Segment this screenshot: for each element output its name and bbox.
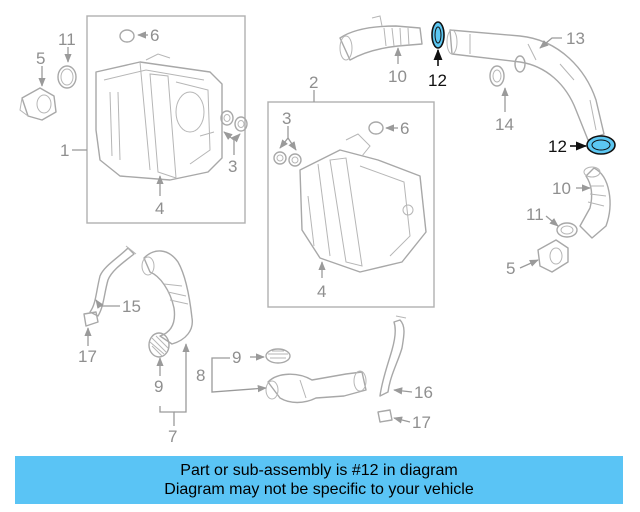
air-filter-housing-2 [299, 133, 427, 273]
sensor-5-right [537, 239, 569, 273]
callout-1: 1 [60, 141, 69, 160]
callout-5-right: 5 [506, 259, 515, 278]
grommet-3-mid [273, 151, 302, 167]
intake-hose-10-top [339, 15, 423, 61]
intake-duct-8 [265, 370, 367, 404]
callout-11-left: 11 [58, 30, 76, 49]
leader-17-right [393, 416, 411, 424]
leader-15 [95, 299, 120, 309]
banner-line-part-number: Part or sub-assembly is #12 in diagram [180, 462, 458, 479]
sensor-5-left [19, 87, 57, 121]
grommet-3-left [220, 110, 248, 132]
callout-4-left: 4 [155, 199, 164, 218]
callout-15: 15 [122, 297, 141, 316]
o-ring-6-left [119, 29, 135, 43]
info-banner: Part or sub-assembly is #12 in diagram D… [15, 456, 623, 504]
clamp-11-right [556, 222, 578, 238]
callout-6-left: 6 [150, 26, 159, 45]
callout-9-mid: 9 [232, 348, 241, 367]
clamp-12-top [431, 21, 445, 49]
breather-hose-15 [89, 245, 137, 317]
callout-7: 7 [168, 427, 177, 446]
callout-12-top[interactable]: 12 [428, 71, 447, 90]
intake-hose-10-right [579, 166, 611, 239]
callout-8: 8 [196, 366, 205, 385]
air-filter-housing-1 [95, 53, 223, 181]
clamp-11-left [57, 65, 77, 89]
callout-14: 14 [495, 115, 514, 134]
leader-5-right [519, 259, 539, 269]
leader-7 [159, 406, 175, 426]
leader-11-right [545, 215, 559, 227]
leader-8 [211, 357, 230, 374]
callout-3-left: 3 [228, 157, 237, 176]
callout-5-left: 5 [36, 49, 45, 68]
callout-4-mid: 4 [317, 282, 326, 301]
callout-13: 13 [566, 29, 585, 48]
callout-2: 2 [309, 73, 318, 92]
callout-3-mid: 3 [282, 109, 291, 128]
callout-16: 16 [414, 383, 433, 402]
parts-diagram: 6 11 5 1 4 3 2 3 6 4 10 12 13 14 12 10 1… [19, 15, 616, 446]
callout-6-mid: 6 [400, 119, 409, 138]
callout-10-top: 10 [388, 67, 407, 86]
leader-16 [393, 387, 413, 395]
callout-9-left: 9 [154, 377, 163, 396]
leader-13 [539, 37, 562, 49]
screen-9-left [148, 332, 170, 358]
callout-11-right: 11 [526, 205, 544, 224]
leader-3-left [223, 131, 235, 155]
callout-10-right: 10 [552, 179, 571, 198]
intake-duct-7 [141, 250, 193, 345]
callout-17-left: 17 [78, 347, 97, 366]
screen-9-mid [265, 348, 291, 364]
callout-17-right: 17 [412, 413, 431, 432]
fitting-17-left [83, 311, 99, 327]
leader-3-mid [279, 126, 289, 149]
clamp-14 [489, 55, 526, 87]
fitting-17-right [377, 409, 393, 423]
banner-line-disclaimer: Diagram may not be specific to your vehi… [164, 481, 474, 498]
o-ring-6-mid [368, 121, 384, 135]
leader-8-b [211, 374, 267, 393]
callout-12-right[interactable]: 12 [548, 137, 567, 156]
leader-7-b [174, 343, 190, 413]
leader-3-left-b [231, 133, 241, 143]
clamp-12-right [586, 135, 616, 155]
leader-3-mid-b [287, 137, 297, 151]
breather-hose-16 [379, 315, 407, 397]
assembly-box-2 [267, 101, 435, 308]
